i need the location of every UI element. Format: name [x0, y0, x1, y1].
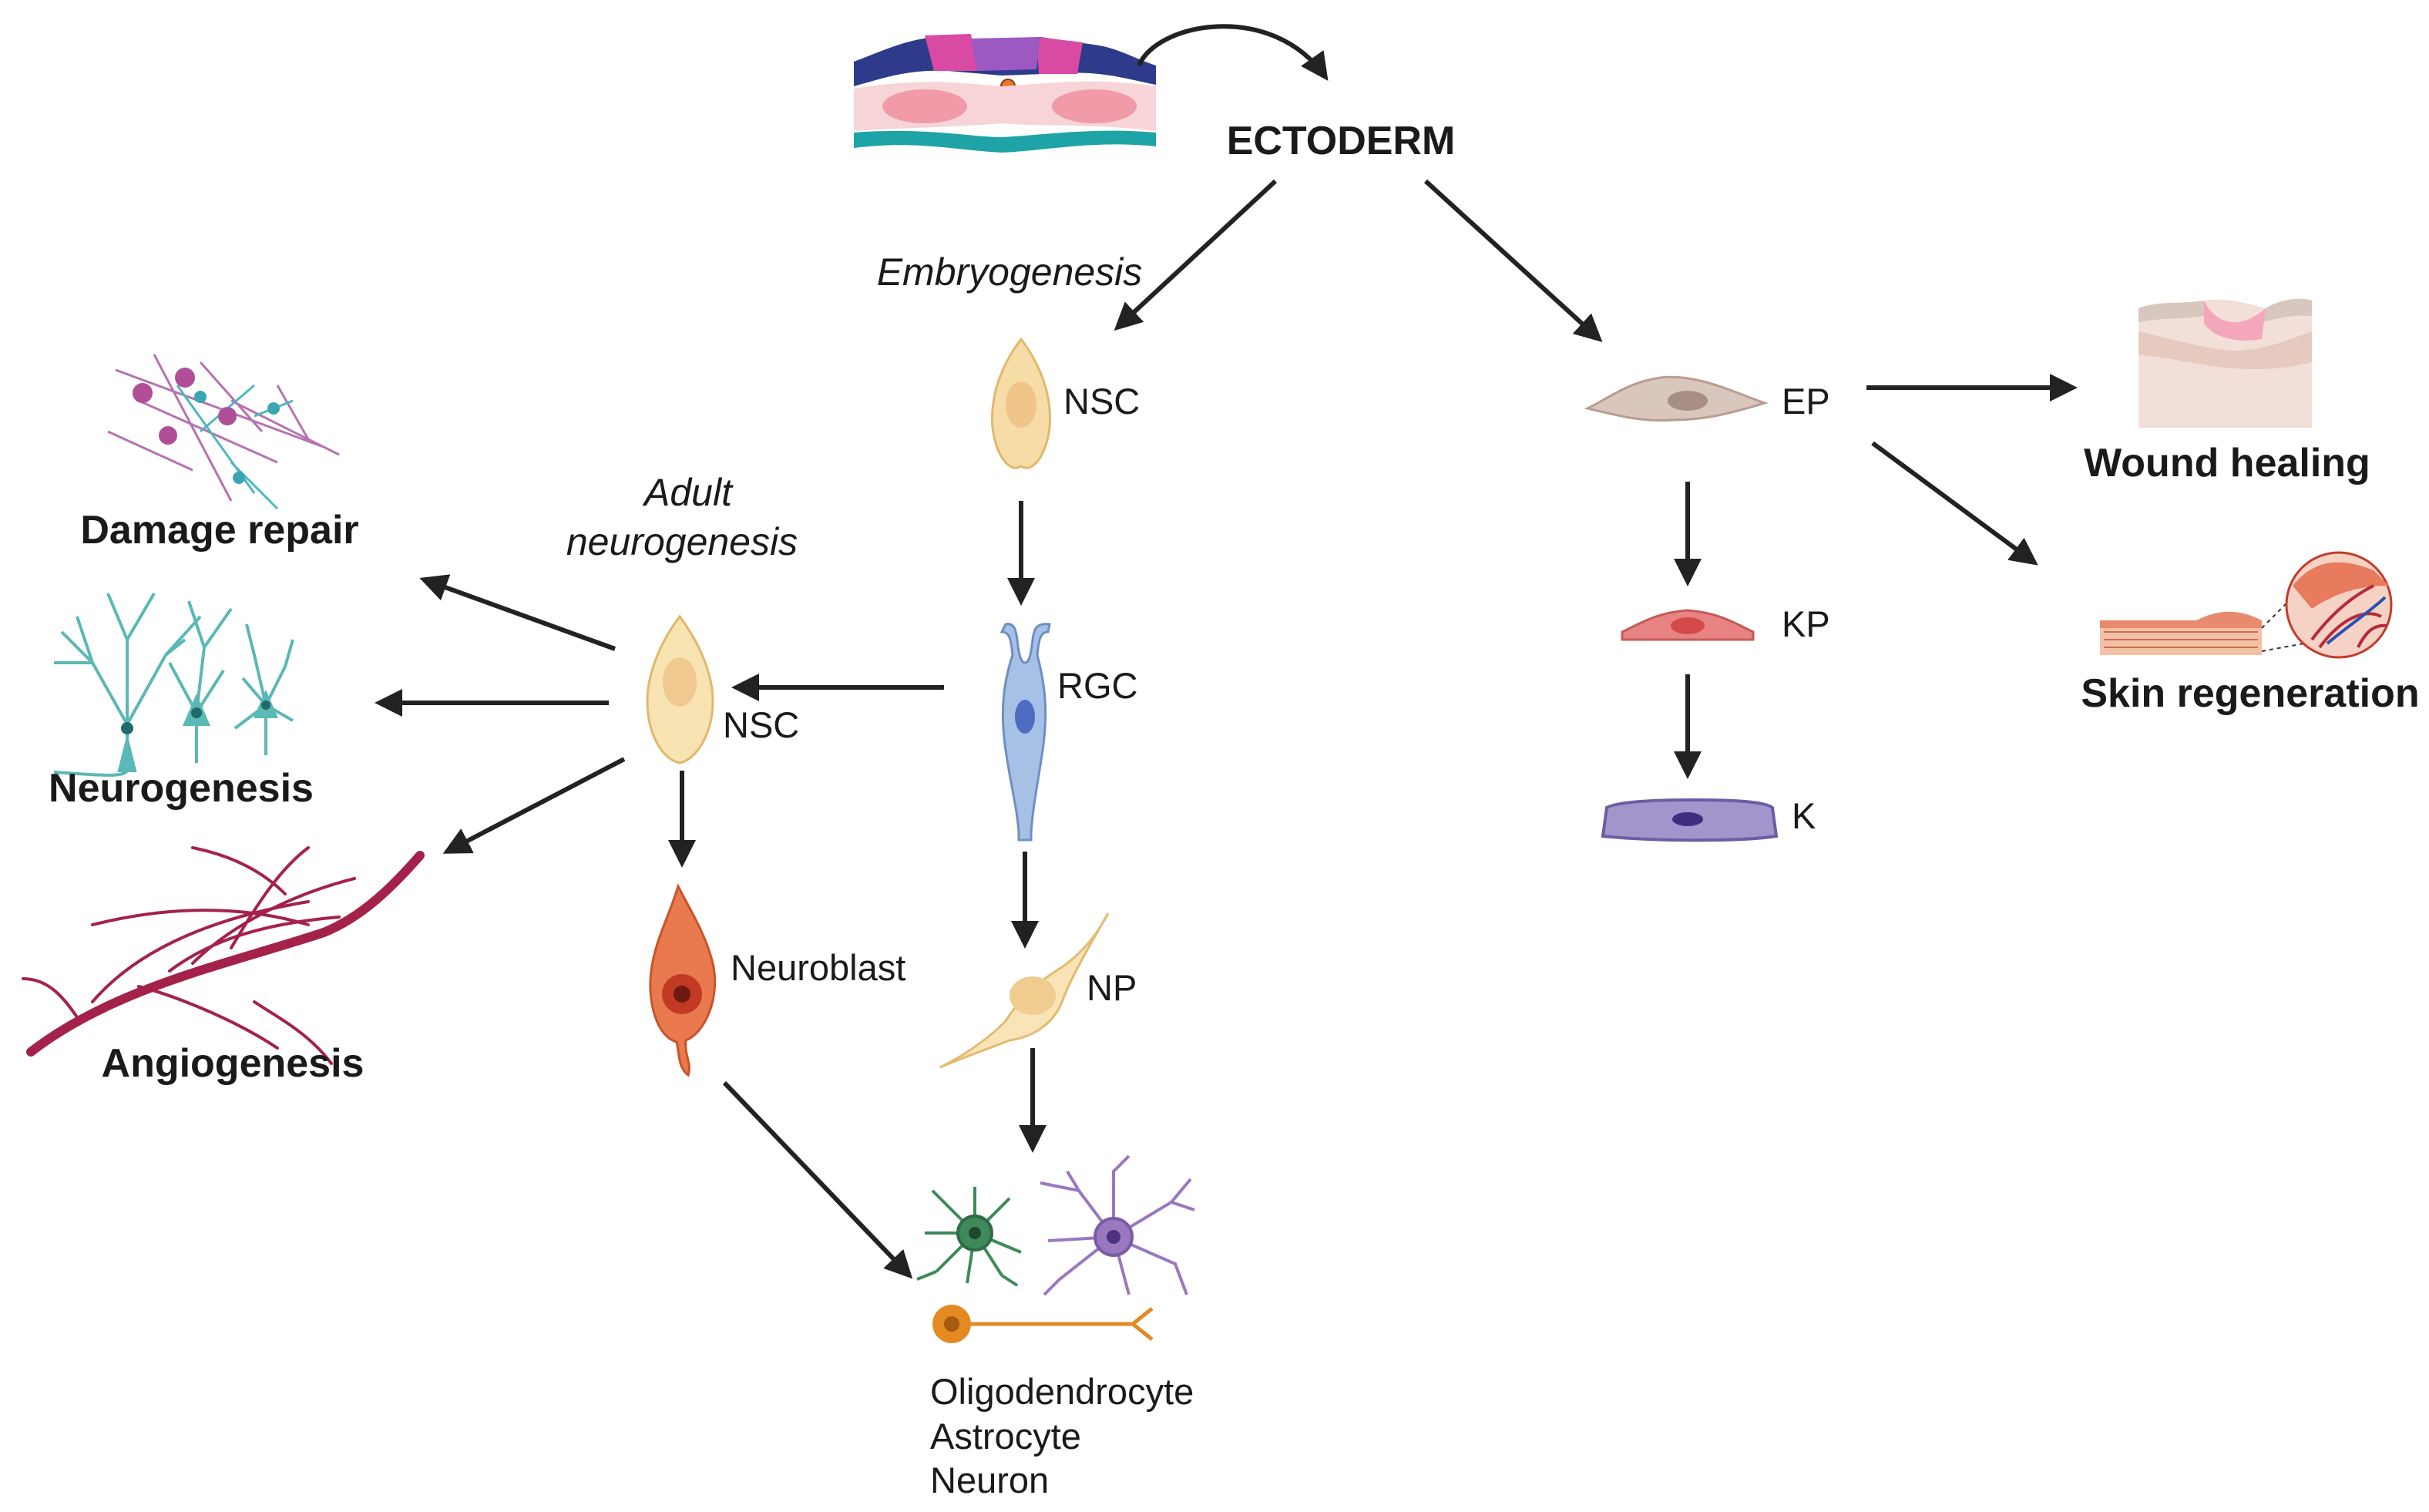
- ectoderm-layer-icon: [854, 24, 1329, 153]
- nsc-adult-label: NSC: [723, 704, 799, 745]
- astrocyte-icon: [1040, 1154, 1195, 1296]
- rgc-cell: [999, 623, 1051, 842]
- neurogenesis-label: Neurogenesis: [49, 766, 314, 811]
- neuroblast-cell: [649, 882, 717, 1077]
- kp-label: KP: [1782, 603, 1830, 644]
- nsc-embryo-label: NSC: [1063, 381, 1140, 422]
- arrow-ep-to-skin-regeneration: [1871, 441, 2038, 566]
- embryogenesis-label: Embryogenesis: [877, 250, 1143, 294]
- np-label: NP: [1087, 967, 1137, 1008]
- arrow-ectoderm-to-ep: [1423, 179, 1603, 343]
- k-cell: [1601, 798, 1779, 842]
- wound-healing-label: Wound healing: [2084, 441, 2370, 486]
- arrow-to-angiogenesis: [442, 757, 626, 854]
- rgc-label: RGC: [1057, 665, 1137, 706]
- ep-label: EP: [1782, 381, 1830, 422]
- np-cell: [939, 912, 1110, 1069]
- kp-cell: [1621, 609, 1755, 641]
- neuron-icon: [932, 1305, 1154, 1343]
- skin-regeneration-skin-icon: [2100, 551, 2393, 659]
- ep-cell: [1584, 375, 1769, 422]
- adult-label-line1: Adult: [642, 471, 734, 514]
- astrocyte-label: Astrocyte: [930, 1416, 1081, 1457]
- neuroblast-label: Neuroblast: [731, 947, 905, 988]
- neurogenesis-neurons-icon: [53, 592, 294, 777]
- nsc-embryo-cell: [991, 337, 1051, 469]
- ectoderm-title: ECTODERM: [1227, 119, 1456, 163]
- angiogenesis-vessels-icon: [22, 846, 425, 1065]
- oligodendrocyte-icon: [916, 1187, 1022, 1287]
- arrow-to-damage-repair: [419, 574, 616, 651]
- angiogenesis-label: Angiogenesis: [102, 1041, 365, 1086]
- damage-repair-label: Damage repair: [80, 508, 358, 553]
- arrow-neuroblast-to-final: [722, 1080, 913, 1279]
- neuron-label: Neuron: [930, 1460, 1049, 1500]
- wound-healing-skin-icon: [2138, 298, 2312, 428]
- arrow-ectoderm-to-nsc: [1114, 179, 1278, 331]
- damage-repair-neurons-icon: [107, 354, 340, 510]
- skin-regeneration-label: Skin regeneration: [2081, 671, 2419, 716]
- nsc-adult-cell: [646, 614, 714, 764]
- oligodendrocyte-label: Oligodendrocyte: [930, 1371, 1194, 1412]
- k-label: K: [1792, 795, 1816, 836]
- flow-arrows: [375, 179, 2078, 1279]
- adult-label-line2: neurogenesis: [566, 520, 798, 563]
